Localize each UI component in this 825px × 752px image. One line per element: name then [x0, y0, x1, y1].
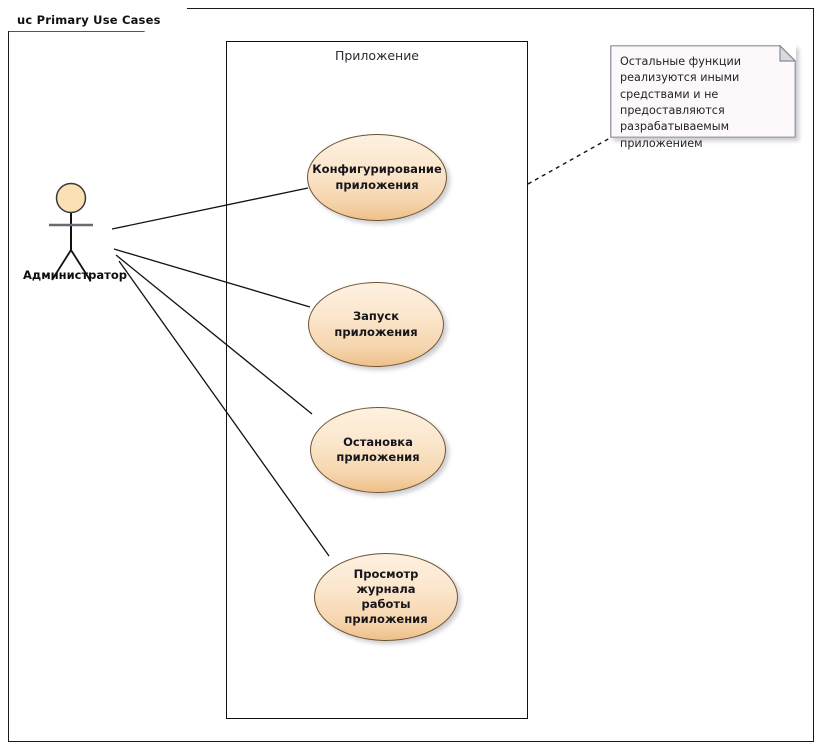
use-case-view-application-log[interactable]: Просмотр журнала работы приложения — [314, 553, 458, 641]
note-fold-icon — [779, 45, 796, 62]
actor-head-icon — [55, 182, 87, 214]
note-text: Остальные функции реализуются иными сред… — [620, 55, 742, 150]
diagram-frame — [8, 8, 814, 742]
actor-leg-left-line — [51, 249, 72, 281]
use-case-stop-application[interactable]: Остановка приложения — [310, 407, 446, 493]
use-case-label: Запуск приложения — [334, 309, 418, 339]
system-boundary-title: Приложение — [334, 48, 420, 63]
use-case-start-application[interactable]: Запуск приложения — [308, 282, 444, 367]
frame-label: uc Primary Use Cases — [8, 8, 187, 31]
use-case-label: Просмотр журнала работы приложения — [344, 566, 428, 627]
actor-label: Администратор — [23, 268, 127, 282]
actor-administrator[interactable] — [40, 182, 102, 284]
use-case-configure-application[interactable]: Конфигурирование приложения — [307, 134, 447, 221]
use-case-label: Конфигурирование приложения — [312, 162, 442, 192]
use-case-label: Остановка приложения — [336, 434, 420, 464]
actor-leg-right-line — [70, 249, 91, 281]
note-shape — [610, 45, 796, 138]
